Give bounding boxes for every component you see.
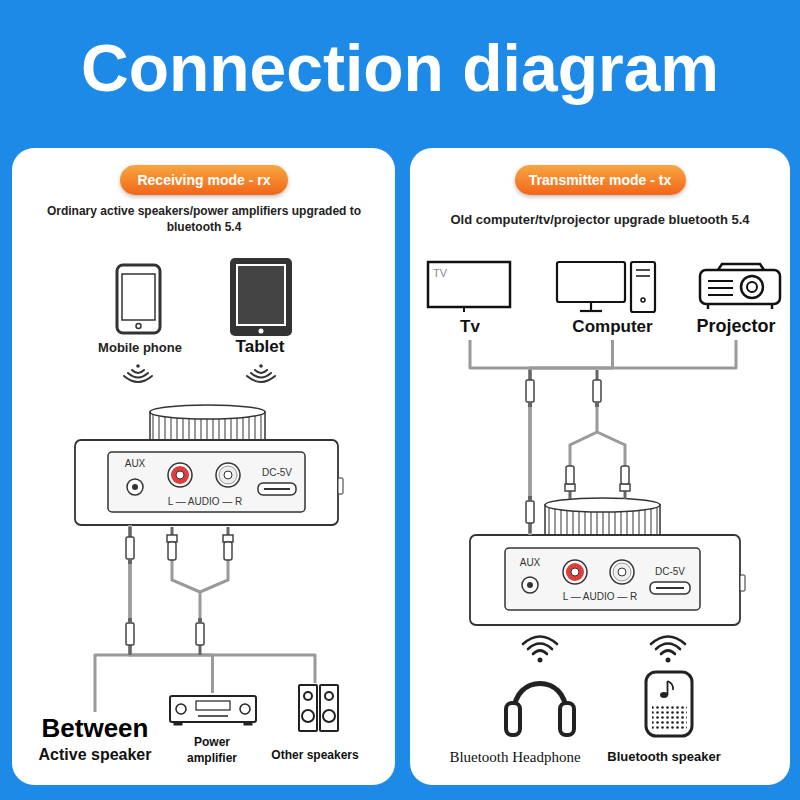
jack-plug	[126, 618, 134, 655]
node-sublabel: DC-5V	[250, 466, 304, 479]
node-sublabel: Tv	[430, 316, 510, 338]
source-device: Computer	[550, 258, 675, 340]
audio-cable	[130, 525, 315, 683]
audio-cable	[470, 340, 530, 535]
node-label: Projector	[683, 315, 789, 338]
signal-icon	[523, 637, 685, 663]
audio-cable	[95, 525, 130, 712]
jack-plug	[126, 527, 134, 564]
node-label: Bluetooth Headphone	[435, 748, 595, 768]
source-device: Projector	[683, 262, 789, 340]
node-label: Old computer/tv/projector upgrade blueto…	[414, 212, 786, 229]
node-label: Ordinary active speakers/power amplifier…	[22, 204, 386, 235]
adapter-illustration	[470, 498, 745, 625]
mode-badge: Transmitter mode - tx	[515, 165, 686, 195]
node-sublabel: L — AUDIO — R	[543, 590, 657, 603]
node-label: Mobile phone	[92, 340, 188, 357]
y-cable	[172, 560, 228, 620]
rca-plug	[167, 527, 177, 560]
bluetooth-adapter: AUX L — AUDIO — R DC-5V	[470, 535, 740, 625]
node-label: Between	[26, 712, 164, 746]
mode-label: Receiving mode - rx	[120, 165, 288, 195]
tablet-icon	[230, 258, 292, 336]
node-sublabel: DC-5V	[643, 565, 697, 578]
speaker-pair-icon	[299, 685, 338, 731]
y-cable	[570, 406, 625, 466]
rca-plug	[223, 527, 233, 560]
computer-icon	[557, 262, 655, 312]
signal-icon	[124, 364, 275, 382]
rca-plug	[620, 466, 630, 499]
mode-label: Transmitter mode - tx	[515, 165, 686, 195]
bt-speaker-icon	[646, 672, 692, 736]
rca-plug	[565, 466, 575, 499]
output-device: Power amplifier	[165, 693, 260, 775]
jack-plug	[526, 496, 534, 533]
audio-cable	[530, 340, 736, 535]
tablet-device: Tablet	[215, 255, 305, 363]
page-title: Connection diagram	[0, 30, 800, 106]
receiver-device: Bluetooth speaker	[596, 640, 732, 775]
mode-panel: Transmitter mode - tx TV Tv Computer Project…	[410, 148, 790, 785]
adapter-illustration	[75, 405, 343, 525]
node-label: Power amplifier	[172, 735, 252, 766]
mode-panel: Receiving mode - rx Mobile phone TabletAUX…	[12, 148, 395, 785]
receiver-device: Bluetooth Headphone	[435, 640, 595, 775]
node-label: Bluetooth speaker	[596, 749, 732, 766]
node-label: TV	[433, 266, 463, 280]
jack-plug	[196, 618, 204, 655]
source-device: TV Tv	[425, 258, 515, 340]
panel-ground	[410, 148, 790, 785]
node-label: Other speakers	[258, 748, 372, 764]
projector-icon	[700, 264, 780, 309]
bluetooth-adapter: AUX L — AUDIO — R DC-5V	[75, 405, 338, 525]
tv-icon	[428, 262, 510, 312]
output-device: BetweenActive speaker	[26, 712, 164, 774]
node-sublabel: Active speaker	[26, 745, 164, 766]
node-label: Tablet	[215, 336, 305, 358]
node-label: Computer	[550, 316, 675, 338]
mode-badge: Receiving mode - rx	[120, 165, 288, 195]
node-sublabel: L — AUDIO — R	[148, 495, 262, 508]
panel-ground	[12, 148, 395, 785]
node-label: AUX	[113, 457, 157, 470]
jack-plug	[593, 370, 601, 407]
headphone-icon	[506, 684, 574, 736]
node-label: AUX	[508, 556, 552, 569]
phone-icon	[117, 265, 160, 333]
amplifier-icon	[170, 696, 256, 725]
jack-plug	[526, 370, 534, 407]
output-device: Other speakers	[258, 683, 372, 765]
phone-device: Mobile phone	[92, 258, 188, 362]
